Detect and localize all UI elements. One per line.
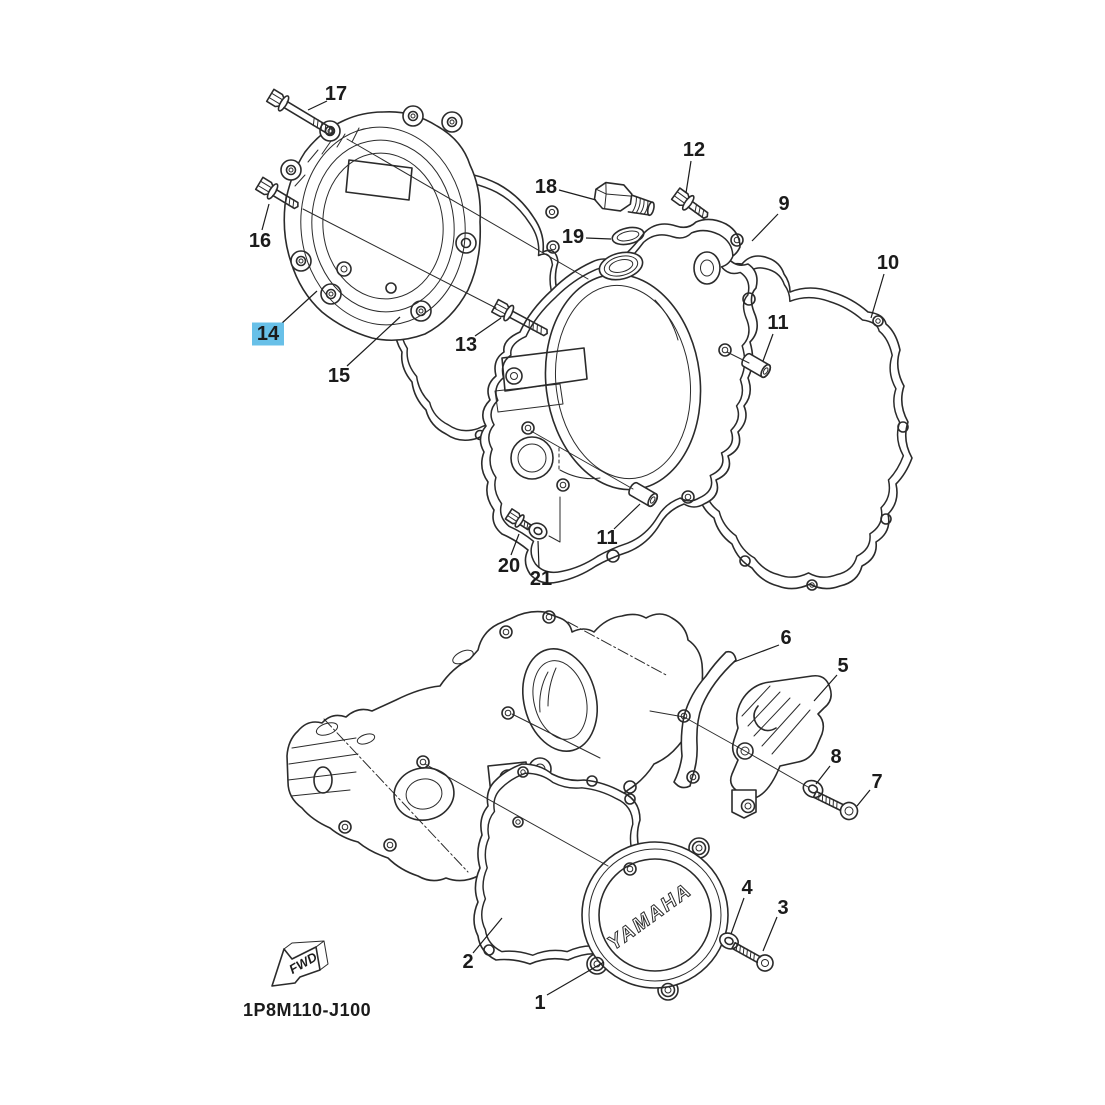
callout-20: 20 <box>498 555 520 577</box>
callout-11b: 11 <box>596 527 617 549</box>
part-bolt-16 <box>254 176 299 210</box>
callout-leader-13 <box>474 317 502 337</box>
callout-leader-1 <box>546 961 605 996</box>
callout-leader-7 <box>856 789 871 807</box>
callout-leader-19 <box>585 237 612 240</box>
part-bolt-13 <box>490 298 548 337</box>
callout-13: 13 <box>455 334 477 356</box>
callout-1: 1 <box>534 992 545 1014</box>
callout-leader-5 <box>813 674 838 702</box>
callout-12: 12 <box>683 139 705 161</box>
callout-leader-17 <box>307 100 328 111</box>
part-bolt-3 <box>731 941 774 972</box>
callout-5: 5 <box>837 655 848 677</box>
part-bolt-20 <box>504 508 532 531</box>
cover-9-bolt-holes <box>521 233 756 563</box>
callout-leader-10 <box>870 273 885 319</box>
callout-leader-12 <box>685 160 692 194</box>
callout-leader-11b <box>613 503 641 530</box>
part-bracket-6 <box>673 650 737 789</box>
callout-6: 6 <box>780 627 791 649</box>
callout-3: 3 <box>777 897 788 919</box>
callout-10: 10 <box>877 252 899 274</box>
callout-leader-21 <box>537 540 540 569</box>
callout-leader-18 <box>558 189 597 201</box>
part-bolt-7 <box>812 790 859 821</box>
callout-18: 18 <box>535 176 557 198</box>
callout-14: 14 <box>257 323 280 345</box>
callout-leader-6 <box>733 644 780 663</box>
cover-14-bolt-ears <box>280 105 477 322</box>
callout-19: 19 <box>562 226 584 248</box>
diagram-code: 1P8M110-J100 <box>243 1000 371 1020</box>
callout-16: 16 <box>249 230 271 252</box>
callout-highlight-14 <box>252 322 284 346</box>
part-washer-21 <box>528 522 548 540</box>
part-dowel-11a <box>741 352 772 379</box>
callout-2: 2 <box>462 951 473 973</box>
callout-8: 8 <box>830 746 841 768</box>
callout-leader-20 <box>510 533 520 556</box>
callout-15: 15 <box>328 365 350 387</box>
callout-9: 9 <box>778 193 789 215</box>
part-cover-9 <box>479 218 758 584</box>
callout-leader-14 <box>280 290 318 325</box>
part-dowel-11b <box>628 481 659 508</box>
callout-leader-3 <box>762 916 778 952</box>
callout-leader-11a <box>762 333 774 362</box>
part-bolt-12 <box>670 187 709 220</box>
part-cover-1: YAMAHA <box>581 837 729 1001</box>
callout-4: 4 <box>741 877 753 899</box>
callout-leader-16 <box>261 203 270 231</box>
callout-21: 21 <box>530 568 552 590</box>
part-guard-5 <box>729 674 832 819</box>
oil-filler-neck <box>598 251 644 281</box>
part-oil-plug-18 <box>593 181 655 217</box>
callout-leader-2 <box>472 917 503 954</box>
fwd-arrow: FWD <box>271 940 329 987</box>
part-oring-19 <box>611 226 645 246</box>
callout-11a: 11 <box>767 312 788 334</box>
part-bolt-17 <box>265 88 334 136</box>
part-cover-14 <box>280 105 482 342</box>
callout-leader-4 <box>730 897 745 935</box>
callout-leader-8 <box>815 765 831 785</box>
callout-7: 7 <box>871 771 882 793</box>
assembly-axis-lines <box>302 138 809 867</box>
callout-17: 17 <box>325 83 347 105</box>
callout-leader-15 <box>346 316 401 367</box>
callout-leader-9 <box>751 213 779 242</box>
